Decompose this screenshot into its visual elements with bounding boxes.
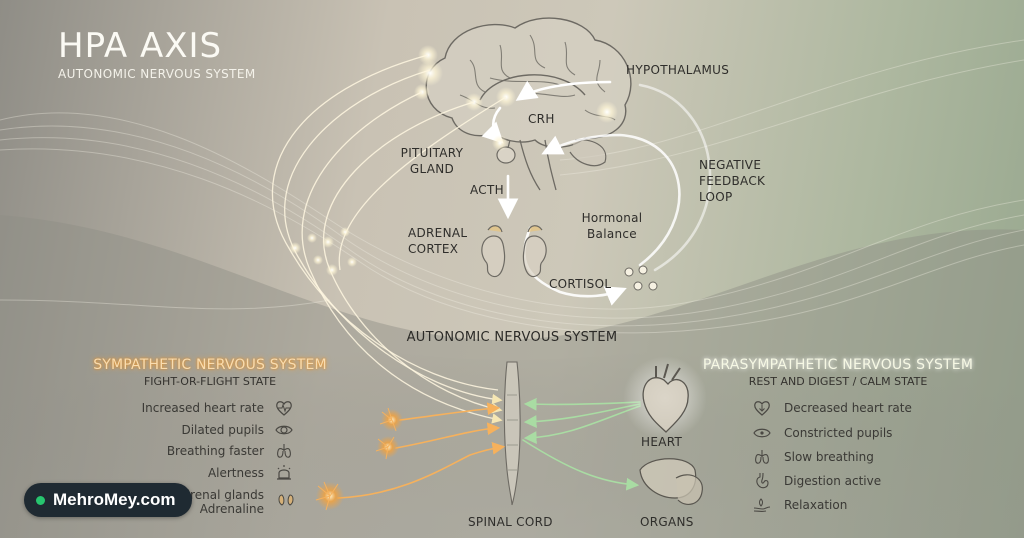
parasympathetic-item: Decreased heart rate — [784, 401, 912, 415]
sympathetic-item: Alertness — [207, 466, 264, 480]
page-title: HPA AXIS — [58, 26, 223, 66]
spinal-cord-shape — [503, 361, 521, 506]
parasympathetic-item: Relaxation — [784, 498, 848, 512]
parasympathetic-item: Constricted pupils — [784, 426, 893, 440]
eye-icon — [753, 428, 771, 438]
pituitary-gland-label: PITUITARY GLAND — [400, 146, 464, 176]
organs-illustration — [639, 458, 703, 506]
sympathetic-state: FIGHT-OR-FLIGHT STATE — [143, 375, 277, 388]
adrenal-cortex-label: ADRENAL CORTEX — [408, 226, 468, 256]
brand-name: MehroMey.com — [53, 490, 176, 509]
parasympathetic-title: PARASYMPATHETIC NERVOUS SYSTEM — [702, 357, 974, 373]
sympathetic-item: Increased heart rate — [141, 401, 264, 415]
lungs-icon — [755, 450, 769, 464]
acth-label: ACTH — [470, 183, 504, 197]
lungs-icon — [277, 444, 291, 458]
page-subtitle: AUTONOMIC NERVOUS SYSTEM — [58, 67, 256, 81]
heart-illustration — [623, 356, 707, 440]
relax-hand-icon — [753, 498, 771, 512]
eye-icon — [275, 425, 293, 435]
brand-dot — [36, 495, 45, 505]
spinal-cord-label: SPINAL CORD — [468, 515, 553, 529]
sympathetic-item: Breathing faster — [166, 444, 264, 458]
hypothalamus-label: HYPOTHALAMUS — [626, 63, 730, 77]
sympathetic-item: Dilated pupils — [181, 423, 264, 437]
sympathetic-title: SYMPATHETIC NERVOUS SYSTEM — [93, 357, 327, 373]
parasympathetic-item: Slow breathing — [784, 450, 874, 464]
organs-label: ORGANS — [640, 515, 694, 529]
alarm-icon — [277, 465, 291, 480]
heart-down-icon — [754, 401, 770, 416]
adrenal-gland-icon — [278, 494, 294, 506]
parasympathetic-state: REST AND DIGEST / CALM STATE — [748, 375, 928, 388]
stomach-icon — [756, 472, 769, 489]
adrenal-kidneys — [481, 225, 547, 278]
heart-label: HEART — [641, 435, 683, 449]
hormonal-balance-label: Hormonal Balance — [581, 211, 643, 241]
parasympathetic-item: Digestion active — [784, 474, 882, 488]
crh-label: CRH — [528, 112, 555, 126]
negative-feedback-label: NEGATIVE FEEDBACK LOOP — [699, 158, 766, 204]
sympathetic-item: Adrenaline — [199, 502, 264, 516]
heart-pulse-icon — [276, 401, 292, 416]
cortisol-label: CORTISOL — [549, 277, 612, 291]
brand-badge[interactable]: MehroMey.com — [24, 483, 192, 517]
sympathetic-item: Adrenal glands — [174, 488, 264, 502]
ans-label: AUTONOMIC NERVOUS SYSTEM — [406, 330, 618, 345]
